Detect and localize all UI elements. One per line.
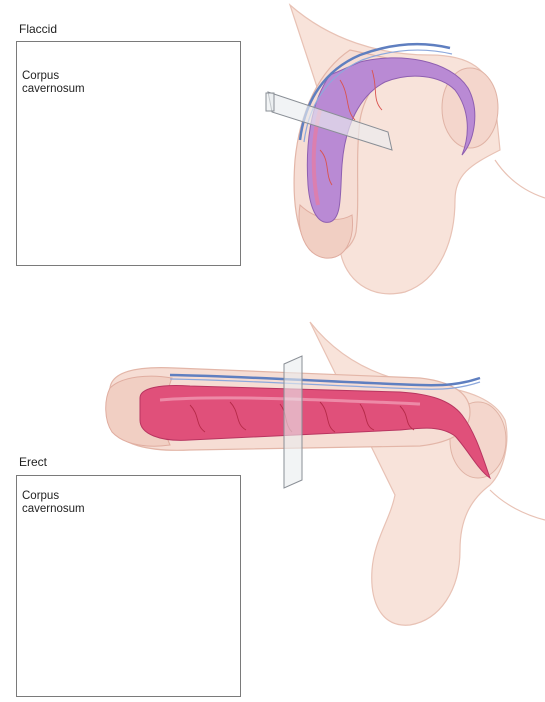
flaccid-state-label: Flaccid (19, 22, 58, 36)
flaccid-side-view (265, 3, 545, 295)
erect-side-view (105, 321, 545, 626)
erect-inset-frame (16, 475, 241, 697)
erect-state-label: Erect (19, 455, 48, 469)
flaccid-inset-frame (16, 41, 241, 266)
flaccid-callout-line-2: cavernosum (22, 83, 85, 95)
flaccid-corpus-cavernosum-label: Corpus cavernosum (22, 70, 85, 96)
erect-callout-line-2: cavernosum (22, 503, 85, 515)
flaccid-corpus-tissue (306, 57, 476, 223)
flaccid-callout-line-1: Corpus (22, 70, 60, 82)
erect-callout-line-1: Corpus (22, 490, 60, 502)
erect-section-plane (283, 355, 303, 489)
erect-corpus-cavernosum-label: Corpus cavernosum (22, 490, 85, 516)
